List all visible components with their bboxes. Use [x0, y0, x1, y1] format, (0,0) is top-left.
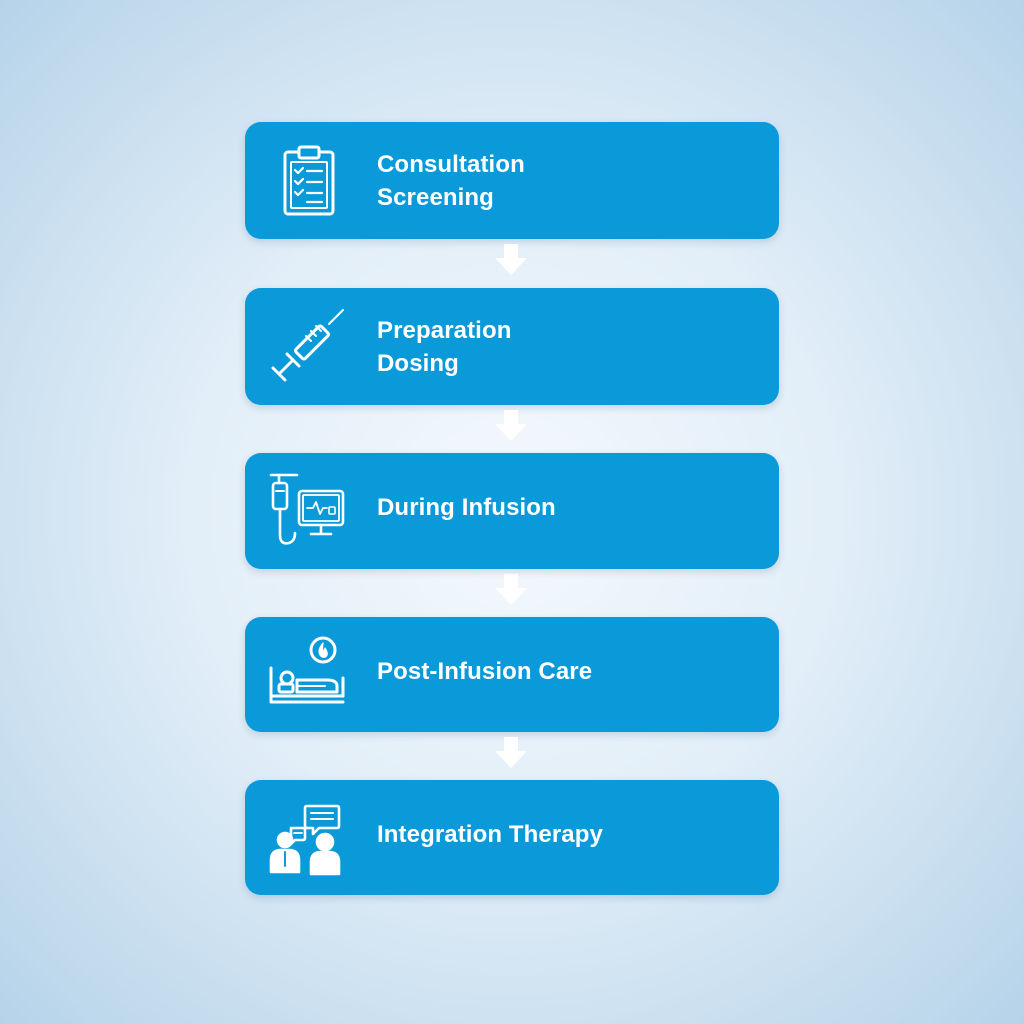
step-integration-therapy: Integration Therapy: [245, 780, 779, 895]
down-arrow-icon: [493, 242, 529, 278]
step-label: Post-Infusion Care: [377, 655, 592, 688]
step-post-infusion-care: Post-Infusion Care: [245, 617, 779, 732]
step-consultation-screening: Consultation Screening: [245, 122, 779, 239]
step-label-line-1: Integration Therapy: [377, 821, 603, 848]
down-arrow-icon: [493, 408, 529, 444]
step-preparation-dosing: Preparation Dosing: [245, 288, 779, 405]
clipboard-checklist-icon: [267, 140, 347, 220]
step-label-line-2: Screening: [377, 184, 494, 211]
down-arrow-icon: [493, 735, 529, 771]
syringe-icon: [267, 306, 347, 386]
step-label: Integration Therapy: [377, 818, 603, 851]
iv-drip-monitor-icon: [267, 471, 347, 551]
step-label-line-1: During Infusion: [377, 494, 556, 521]
step-label: Consultation Screening: [377, 148, 525, 214]
step-label-line-1: Preparation: [377, 317, 512, 344]
step-label: Preparation Dosing: [377, 314, 511, 380]
patient-resting-bed-icon: [267, 634, 347, 714]
step-label-line-1: Consultation: [377, 151, 525, 178]
step-label: During Infusion: [377, 491, 556, 524]
down-arrow-icon: [493, 572, 529, 608]
therapy-conversation-icon: [267, 800, 347, 880]
step-label-line-1: Post-Infusion Care: [377, 658, 593, 685]
step-label-line-2: Dosing: [377, 350, 459, 377]
step-during-infusion: During Infusion: [245, 453, 779, 569]
